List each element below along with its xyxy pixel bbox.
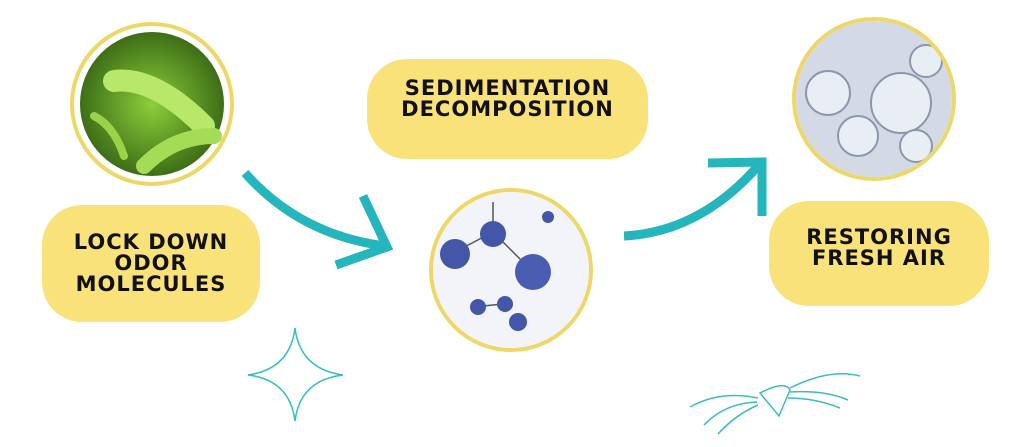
step-label-lock-down: LOCK DOWN ODOR MOLECULES: [42, 205, 260, 322]
label-line: ODOR: [114, 251, 188, 275]
bacteria-image: [70, 22, 234, 186]
label-line: RESTORING: [806, 224, 952, 249]
step-label-restoring: RESTORING FRESH AIR: [769, 201, 989, 306]
label-line: DECOMPOSITION: [401, 97, 614, 121]
sparkle-icon: [247, 327, 344, 422]
arrow-right-down-icon: [241, 170, 394, 270]
molecules-image: [429, 188, 593, 352]
label-line: FRESH AIR: [811, 245, 947, 270]
label-line: SEDIMENTATION: [404, 76, 611, 100]
whiskers-icon: [689, 373, 861, 435]
arrow-right-up-icon: [623, 157, 767, 241]
label-line: MOLECULES: [75, 272, 227, 296]
bubbles-image: [792, 17, 956, 181]
label-line: LOCK DOWN: [73, 230, 229, 254]
step-label-sedimentation: SEDIMENTATION DECOMPOSITION: [367, 59, 648, 159]
